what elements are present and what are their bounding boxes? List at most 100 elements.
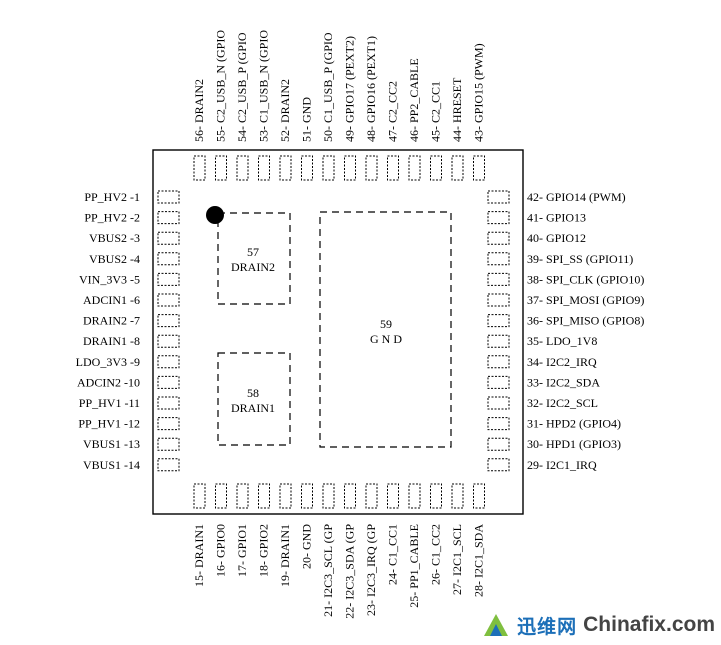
left-pin-label: DRAIN2 -7 bbox=[83, 314, 140, 328]
bottom-pin-pad bbox=[236, 483, 249, 509]
chinafix-logo-icon bbox=[481, 610, 511, 640]
left-pin-pad bbox=[157, 375, 180, 389]
right-pin-pad bbox=[487, 458, 510, 472]
bottom-pin-label: 19- DRAIN1 bbox=[278, 524, 292, 587]
right-pin-pad bbox=[487, 252, 510, 266]
bottom-pin-label: 24- C1_CC1 bbox=[386, 524, 400, 585]
top-pin-label: 53- C1_USB_N (GPIO bbox=[257, 30, 271, 142]
left-pin-label: VBUS2 -4 bbox=[89, 252, 140, 266]
left-pin-pad bbox=[157, 417, 180, 431]
top-pin-label: 50- C1_USB_P (GPIO bbox=[321, 32, 335, 142]
bottom-pin-pad bbox=[344, 483, 356, 509]
bottom-pin-pad bbox=[365, 483, 378, 509]
right-pin-label: 29- I2C1_IRQ bbox=[527, 458, 597, 472]
right-pin-label: 41- GPIO13 bbox=[527, 211, 586, 225]
pad-57-name: DRAIN2 bbox=[231, 260, 275, 274]
top-pin-label: 55- C2_USB_N (GPIO bbox=[214, 30, 228, 142]
left-pin-label: VBUS2 -3 bbox=[89, 231, 140, 245]
top-pin-pad bbox=[344, 155, 356, 181]
left-pin-label: PP_HV2 -2 bbox=[84, 211, 140, 225]
bottom-pin-label: 20- GND bbox=[300, 524, 314, 569]
top-pin-pad bbox=[322, 155, 335, 181]
top-pin-label: 45- C2_CC1 bbox=[429, 81, 443, 142]
left-pin-pad bbox=[157, 396, 180, 410]
top-pin-pad bbox=[408, 155, 421, 181]
right-pin-pad bbox=[487, 211, 510, 225]
top-pin-pad bbox=[365, 155, 378, 181]
bottom-pin-pad bbox=[408, 483, 421, 509]
left-pin-pad bbox=[157, 334, 180, 348]
top-pin-pad bbox=[451, 155, 464, 181]
right-pin-label: 36- SPI_MISO (GPIO8) bbox=[527, 314, 644, 328]
right-pin-pad bbox=[487, 417, 510, 431]
top-pin-label: 47- C2_CC2 bbox=[386, 81, 400, 142]
left-pin-pad bbox=[157, 190, 180, 204]
bottom-pin-pad bbox=[193, 483, 206, 509]
right-pin-pad bbox=[487, 355, 510, 369]
left-pin-pad bbox=[157, 211, 180, 225]
pad-59-name: G N D bbox=[370, 332, 402, 346]
top-pin-label: 51- GND bbox=[300, 97, 314, 142]
right-pin-label: 31- HPD2 (GPIO4) bbox=[527, 417, 621, 431]
top-pin-pad bbox=[258, 155, 270, 181]
right-pin-pad bbox=[487, 272, 510, 286]
left-pin-pad bbox=[157, 231, 180, 245]
bottom-pin-pad bbox=[279, 483, 292, 509]
bottom-pin-pad bbox=[215, 483, 227, 509]
bottom-pin-pad bbox=[387, 483, 399, 509]
right-pin-pad bbox=[487, 231, 510, 245]
top-pin-pad bbox=[387, 155, 399, 181]
bottom-pin-pad bbox=[301, 483, 313, 509]
left-pin-pad bbox=[157, 314, 180, 328]
bottom-pin-pad bbox=[473, 483, 485, 509]
pad-58-number: 58 bbox=[247, 386, 259, 400]
right-pin-label: 40- GPIO12 bbox=[527, 231, 586, 245]
pad-58-name: DRAIN1 bbox=[231, 401, 275, 415]
watermark-en-text: Chinafix.com bbox=[583, 613, 715, 636]
left-pin-label: DRAIN1 -8 bbox=[83, 334, 140, 348]
top-pin-label: 56- DRAIN2 bbox=[192, 79, 206, 142]
top-pin-pad bbox=[301, 155, 313, 181]
bottom-pin-label: 17- GPIO1 bbox=[235, 524, 249, 577]
left-pin-label: ADCIN2 -10 bbox=[77, 375, 140, 389]
pad-57-outline bbox=[217, 212, 291, 305]
right-pin-label: 39- SPI_SS (GPIO11) bbox=[527, 252, 633, 266]
top-pin-label: 48- GPIO16 (PEXT1) bbox=[364, 36, 378, 142]
pad-59-number: 59 bbox=[380, 317, 392, 331]
top-pin-label: 49- GPIO17 (PEXT2) bbox=[343, 36, 357, 142]
left-pin-label: PP_HV2 -1 bbox=[84, 190, 140, 204]
pin-pads bbox=[157, 155, 510, 509]
left-pin-label: PP_HV1 -11 bbox=[79, 396, 140, 410]
pad-59-outline bbox=[319, 211, 452, 448]
top-pin-pad bbox=[279, 155, 292, 181]
bottom-pin-label: 16- GPIO0 bbox=[214, 524, 228, 577]
left-pin-label: PP_HV1 -12 bbox=[78, 417, 140, 431]
left-pin-pad bbox=[157, 272, 180, 286]
pad-58-outline bbox=[217, 352, 291, 446]
top-pin-pad bbox=[473, 155, 485, 181]
left-pin-label: LDO_3V3 -9 bbox=[76, 355, 140, 369]
right-pin-label: 32- I2C2_SCL bbox=[527, 396, 598, 410]
right-pin-pad bbox=[487, 314, 510, 328]
top-pin-label: 46- PP2_CABLE bbox=[407, 58, 421, 142]
bottom-pin-pad bbox=[451, 483, 464, 509]
left-pin-label: VBUS1 -14 bbox=[83, 458, 140, 472]
right-pin-pad bbox=[487, 190, 510, 204]
right-pin-pad bbox=[487, 334, 510, 348]
bottom-pin-label: 18- GPIO2 bbox=[257, 524, 271, 577]
top-pin-label: 44- HRESET bbox=[450, 77, 464, 142]
right-pin-pad bbox=[487, 437, 510, 451]
package-outline bbox=[152, 149, 524, 515]
bottom-pin-label: 28- I2C1_SDA bbox=[472, 524, 486, 597]
right-pin-label: 33- I2C2_SDA bbox=[527, 375, 600, 389]
right-pin-label: 38- SPI_CLK (GPIO10) bbox=[527, 272, 644, 286]
left-pin-pad bbox=[157, 293, 180, 307]
top-pin-pad bbox=[236, 155, 249, 181]
right-pin-label: 30- HPD1 (GPIO3) bbox=[527, 437, 621, 451]
left-pin-pad bbox=[157, 355, 180, 369]
right-pin-pad bbox=[487, 293, 510, 307]
left-pin-pad bbox=[157, 458, 180, 472]
right-pin-pad bbox=[487, 375, 510, 389]
